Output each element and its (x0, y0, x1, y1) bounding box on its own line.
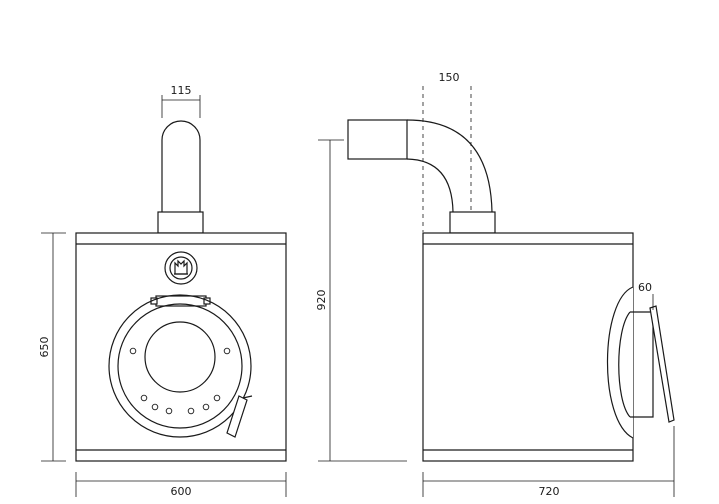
door-handle-mount (242, 395, 253, 399)
door-air-holes (129, 347, 231, 415)
front-dimensions: 115 650 600 (38, 84, 287, 498)
front-view (75, 120, 287, 462)
side-door-bulge (606, 286, 634, 439)
stove-logo-icon (164, 251, 198, 285)
side-door-panel (649, 305, 675, 423)
door-handle (226, 395, 248, 438)
dim-door-projection: 60 (638, 281, 652, 294)
side-body (422, 232, 634, 462)
side-flue-stub (347, 119, 408, 160)
dim-side-height: 920 (315, 290, 328, 311)
side-dimensions: 150 920 60 720 (315, 71, 675, 498)
dim-front-height: 650 (38, 337, 51, 358)
door-outer-ring (108, 294, 252, 438)
side-door-frame (630, 311, 654, 418)
side-door-inner (618, 311, 631, 418)
side-view (347, 119, 675, 462)
dim-flue-diameter: 115 (171, 84, 192, 97)
dim-front-width: 600 (171, 485, 192, 498)
side-flue-elbow-inner (406, 158, 454, 213)
side-flue-collar (449, 211, 496, 234)
door-inner-ring (117, 303, 243, 429)
front-flue-pipe (161, 120, 201, 212)
side-flue-elbow-outer (406, 119, 493, 213)
front-flue-collar (157, 211, 204, 234)
front-body (75, 232, 287, 462)
dim-side-depth: 720 (539, 485, 560, 498)
dim-flue-offset: 150 (439, 71, 460, 84)
door-window (144, 321, 216, 393)
